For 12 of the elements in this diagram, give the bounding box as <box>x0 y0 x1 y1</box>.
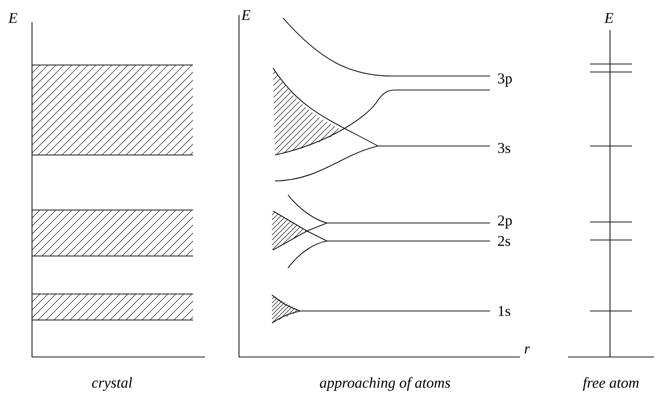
level-label: 3p <box>498 73 512 87</box>
axis-label: E <box>8 13 18 23</box>
level-label: 1s <box>498 306 510 316</box>
level-label: 3s <box>498 142 510 154</box>
panel-caption: crystal <box>92 377 132 391</box>
panel-caption: free atom <box>582 377 639 391</box>
panel-caption: approaching of atoms <box>320 377 450 391</box>
level-label: 2s <box>498 236 510 246</box>
axis-label: r <box>524 346 530 354</box>
level-label: 2p <box>498 215 512 229</box>
axis-label: E <box>241 10 250 20</box>
axis-label: E <box>604 13 614 23</box>
